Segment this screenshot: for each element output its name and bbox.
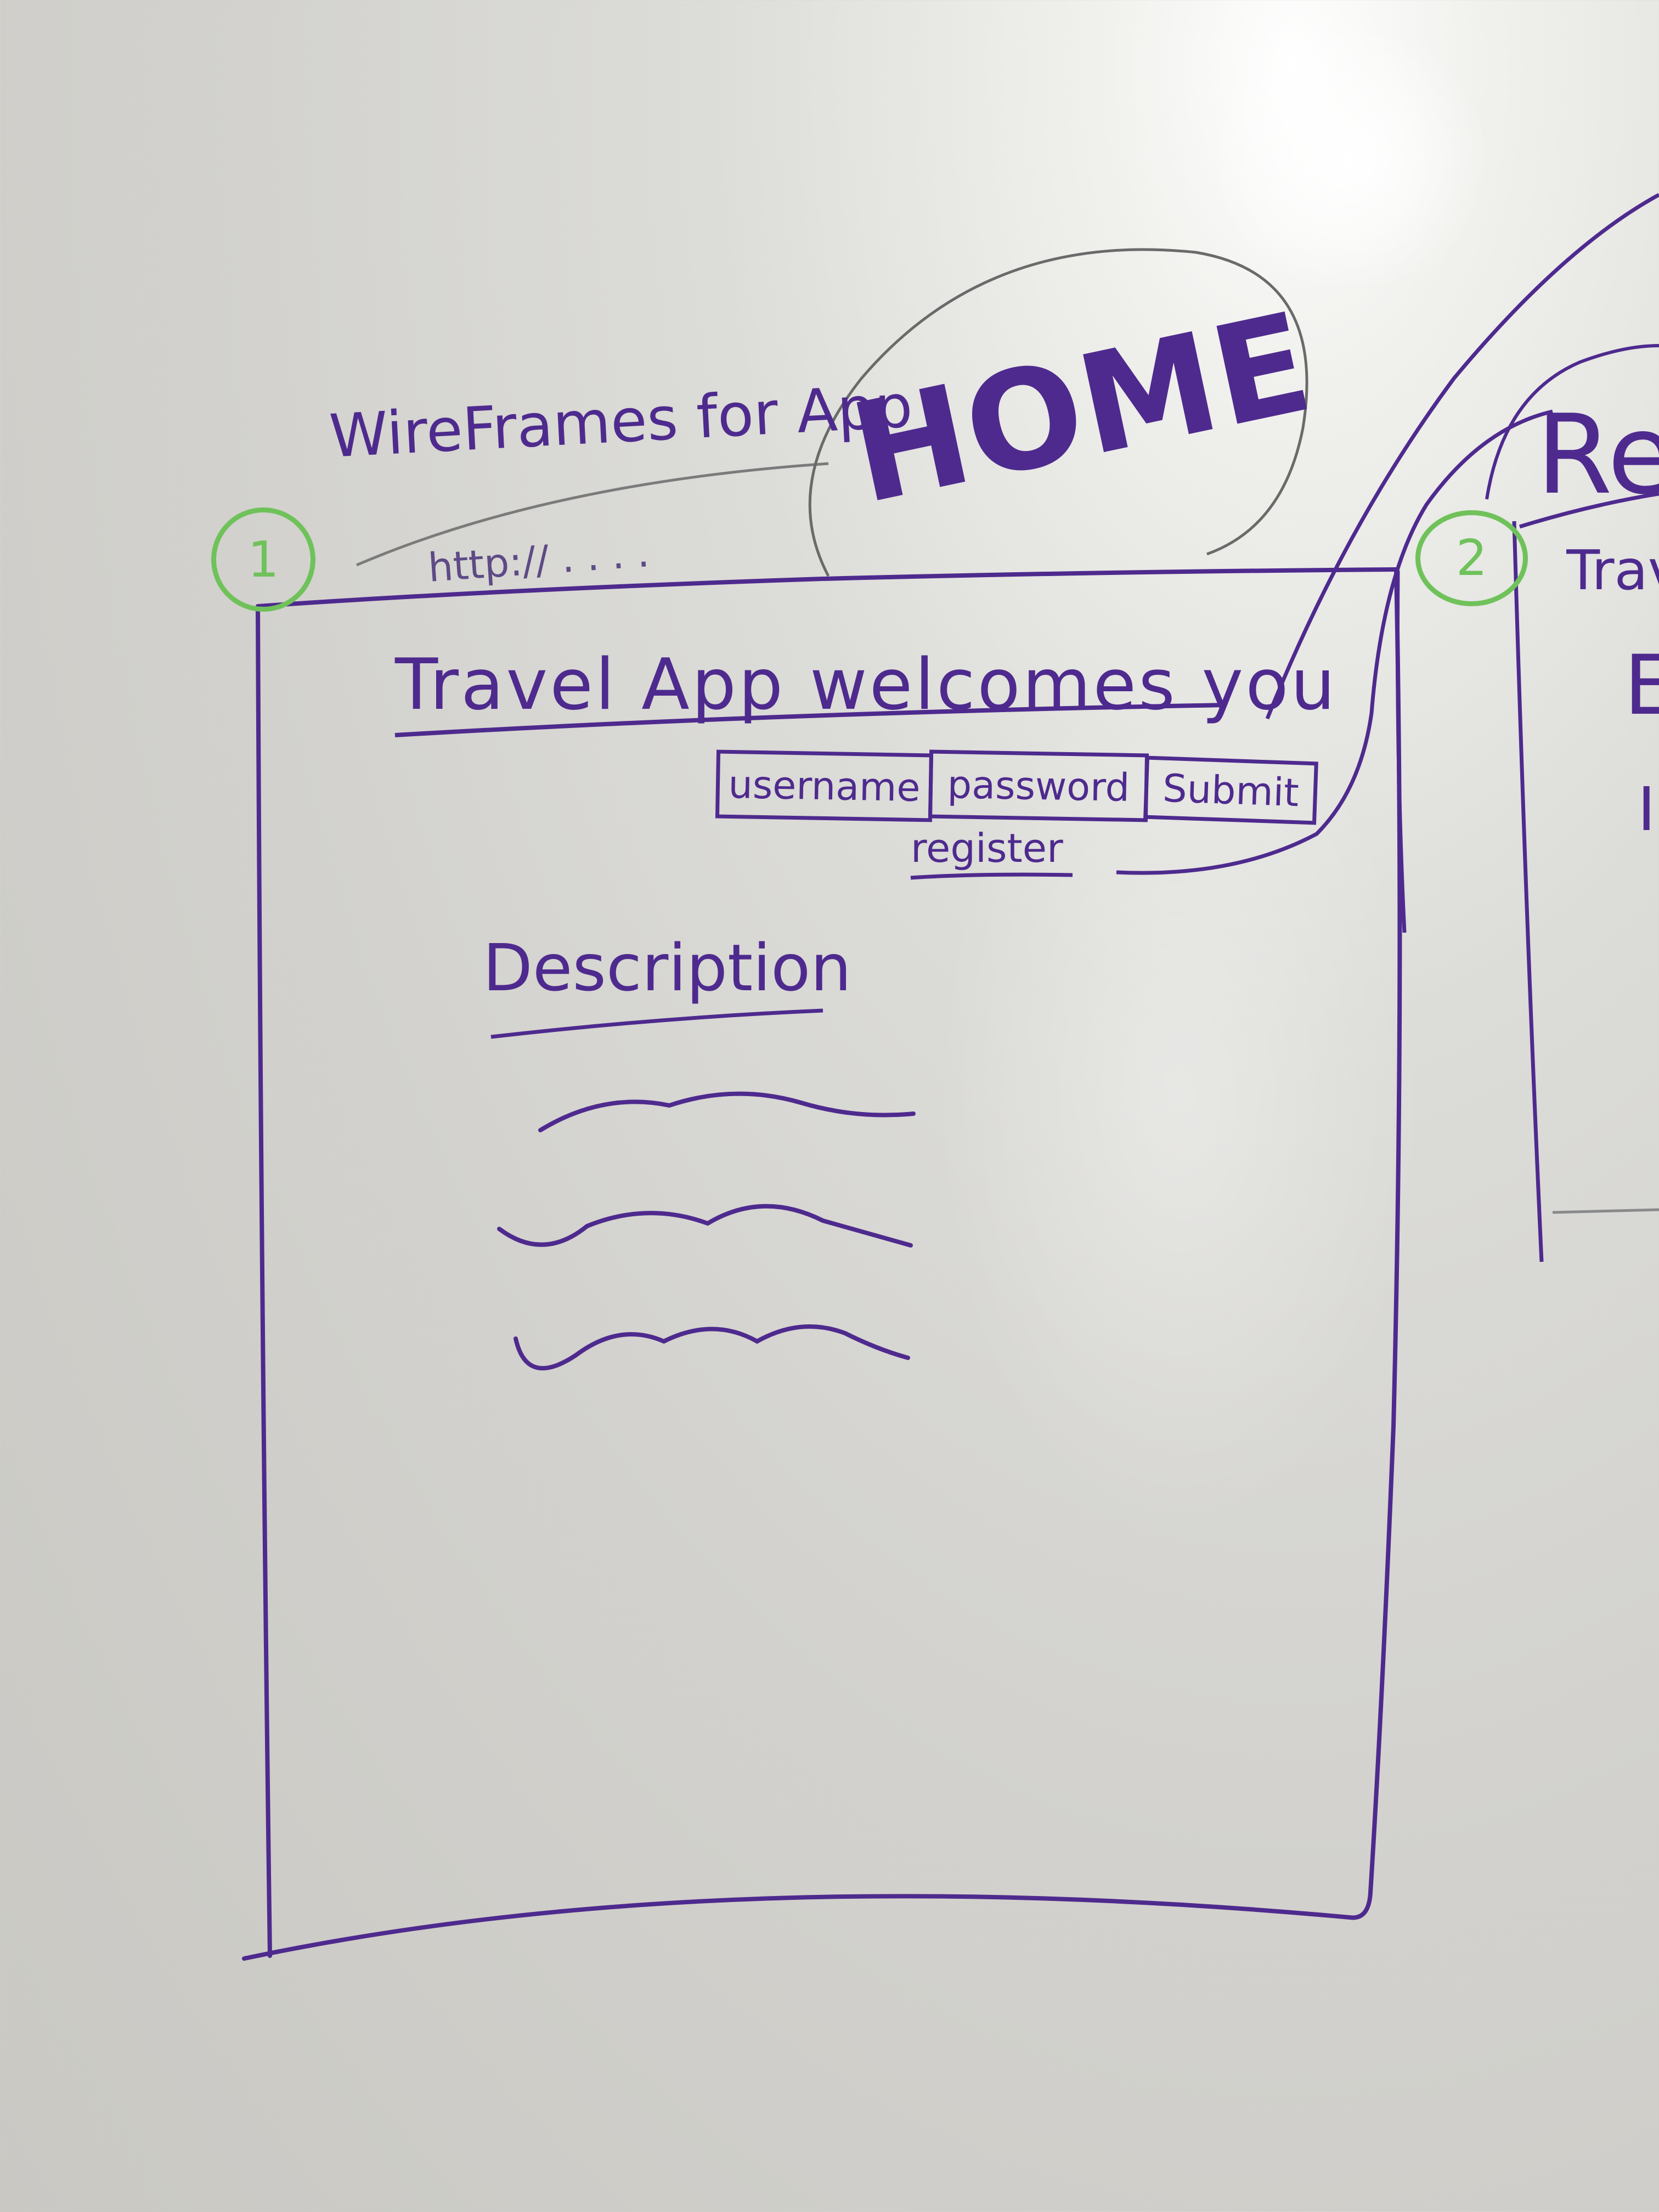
url-bar-line bbox=[356, 462, 829, 567]
screen2-gray-line bbox=[1552, 1208, 1659, 1214]
screen2-letter-2: I bbox=[1638, 774, 1656, 844]
password-field[interactable]: password bbox=[928, 749, 1149, 822]
placeholder-line-2 bbox=[497, 1204, 913, 1248]
username-field[interactable]: username bbox=[715, 749, 934, 822]
screen1-heading: Travel App welcomes you bbox=[395, 644, 1338, 726]
home-circle bbox=[808, 248, 1308, 577]
screen2-text-fragment: Trav bbox=[1566, 543, 1659, 598]
link-arrow-upper bbox=[1265, 193, 1659, 720]
screen2-heading-fragment: Re bbox=[1536, 400, 1659, 510]
screen1-number-badge: 1 bbox=[211, 507, 315, 612]
screen1-frame bbox=[242, 567, 1402, 1961]
submit-button-label: Submit bbox=[1161, 765, 1300, 815]
screen1-number: 1 bbox=[247, 531, 279, 589]
placeholder-line-1 bbox=[538, 1091, 916, 1132]
description-heading: Description bbox=[483, 930, 852, 1006]
heading-underline bbox=[394, 703, 1227, 737]
screen2-letter-1: E bbox=[1624, 638, 1659, 733]
placeholder-line-3 bbox=[514, 1324, 910, 1370]
username-field-label: username bbox=[727, 761, 921, 810]
password-field-label: password bbox=[947, 761, 1130, 810]
screen2-frame bbox=[1396, 492, 1659, 1262]
screen2-number: 2 bbox=[1455, 529, 1488, 587]
link-arrow-lower bbox=[1116, 409, 1553, 875]
register-link[interactable]: register bbox=[911, 825, 1063, 871]
light-glare-soft bbox=[933, 658, 1426, 1536]
description-underline bbox=[490, 1008, 823, 1039]
screen2-circle bbox=[1485, 344, 1659, 500]
light-glare bbox=[1196, 33, 1503, 285]
submit-button[interactable]: Submit bbox=[1143, 755, 1318, 825]
screen2-number-badge: 2 bbox=[1415, 510, 1528, 606]
register-underline bbox=[910, 872, 1073, 880]
